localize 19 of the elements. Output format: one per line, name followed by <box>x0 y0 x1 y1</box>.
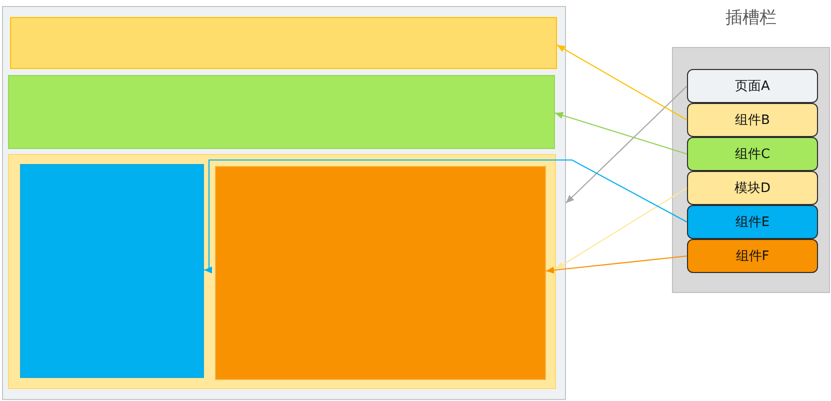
arrow <box>556 44 688 120</box>
slot-item: 页面A <box>687 69 818 103</box>
slot-item: 组件B <box>687 103 818 137</box>
middle-bar <box>8 75 555 149</box>
slot-item: 组件C <box>687 137 818 171</box>
left-block <box>20 164 204 378</box>
slot-item: 组件F <box>687 239 818 273</box>
arrow <box>204 159 688 274</box>
slot-item: 组件E <box>687 205 818 239</box>
arrow <box>566 86 688 204</box>
content-panel <box>8 154 556 389</box>
top-bar <box>10 17 557 69</box>
arrow <box>554 112 688 155</box>
panel-title: 插槽栏 <box>724 7 778 29</box>
arrow <box>556 188 688 270</box>
slot-item: 模块D <box>687 171 818 205</box>
page-frame <box>2 6 566 400</box>
arrow <box>546 255 688 274</box>
right-block <box>215 166 546 380</box>
